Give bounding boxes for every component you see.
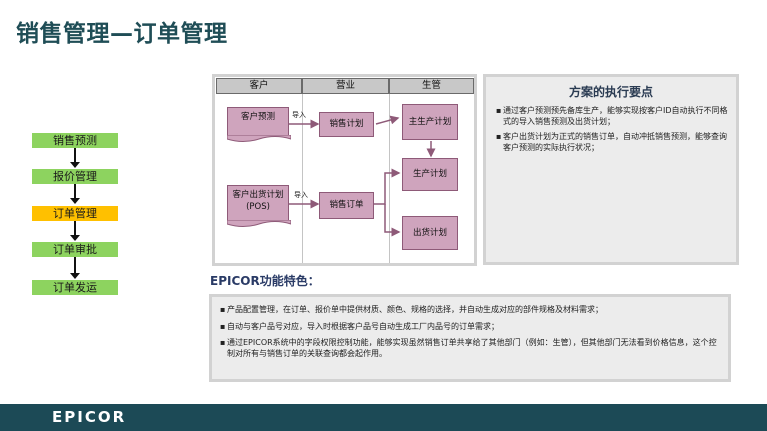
- flow-arrow-head: [70, 162, 80, 168]
- features-title: EPICOR功能特色：: [210, 274, 320, 288]
- list-item: 自动与客户品号对应，导入时根据客户品号自动生成工厂内品号的订单需求；: [220, 322, 722, 333]
- flow-step-sales-forecast: 销售预测: [32, 133, 118, 148]
- customer-shipment-plan-label: 客户出货计划(POS): [232, 190, 284, 212]
- flow-arrow-head: [70, 273, 80, 279]
- lane-header-customer: 客户: [216, 78, 302, 94]
- footer-bar: EPICOR: [0, 404, 767, 431]
- page-title: 销售管理—订单管理: [16, 21, 228, 47]
- features-list: 产品配置管理，在订单、报价单中提供材质、颜色、规格的选择，并自动生成对应的部件规…: [220, 305, 722, 365]
- customer-forecast-doc: 客户预测: [227, 107, 291, 142]
- flow-step-quote: 报价管理: [32, 169, 118, 184]
- customer-forecast-label: 客户预测: [240, 112, 275, 122]
- lane-divider: [389, 94, 390, 263]
- doc-wave: [227, 135, 291, 142]
- epicor-logo: EPICOR: [52, 408, 127, 426]
- list-item: 客户出货计划为正式的销售订单，自动冲抵销售预测，能够查询客户预测的实际执行状况；: [496, 131, 728, 153]
- flow-step-order-shipment: 订单发运: [32, 280, 118, 295]
- flow-connector: [74, 257, 76, 273]
- flow-connector: [74, 184, 76, 198]
- customer-shipment-plan-doc: 客户出货计划(POS): [227, 185, 291, 227]
- sales-plan-node: 销售计划: [319, 112, 374, 137]
- master-plan-node: 主生产计划: [402, 104, 458, 140]
- list-item: 通过客户预测预先备库生产，能够实现按客户ID自动执行不同格式的导入销售预测及出货…: [496, 105, 728, 127]
- lane-header-production: 生管: [389, 78, 474, 94]
- key-points-title: 方案的执行要点: [568, 85, 653, 99]
- list-item: 通过EPICOR系统中的字段权限控制功能，能够实现虽然销售订单共享给了其他部门（…: [220, 338, 722, 359]
- key-points-list: 通过客户预测预先备库生产，能够实现按客户ID自动执行不同格式的导入销售预测及出货…: [496, 105, 728, 157]
- features-panel: 产品配置管理，在订单、报价单中提供材质、颜色、规格的选择，并自动生成对应的部件规…: [209, 294, 731, 382]
- doc-wave: [227, 220, 291, 227]
- flow-arrow-head: [70, 235, 80, 241]
- lane-header-sales: 营业: [302, 78, 389, 94]
- flow-step-order-management: 订单管理: [32, 206, 118, 221]
- sales-order-node: 销售订单: [319, 192, 374, 219]
- import-label: 导入: [292, 111, 306, 119]
- flow-step-order-approval: 订单审批: [32, 242, 118, 257]
- flow-connector: [74, 221, 76, 235]
- production-plan-node: 生产计划: [402, 158, 458, 191]
- delivery-plan-node: 出货计划: [402, 216, 458, 250]
- key-points-panel: 方案的执行要点 通过客户预测预先备库生产，能够实现按客户ID自动执行不同格式的导…: [483, 74, 739, 265]
- lane-divider: [302, 94, 303, 263]
- list-item: 产品配置管理，在订单、报价单中提供材质、颜色、规格的选择，并自动生成对应的部件规…: [220, 305, 722, 316]
- flow-arrow-head: [70, 198, 80, 204]
- import-label: 导入: [294, 191, 308, 199]
- flow-connector: [74, 148, 76, 162]
